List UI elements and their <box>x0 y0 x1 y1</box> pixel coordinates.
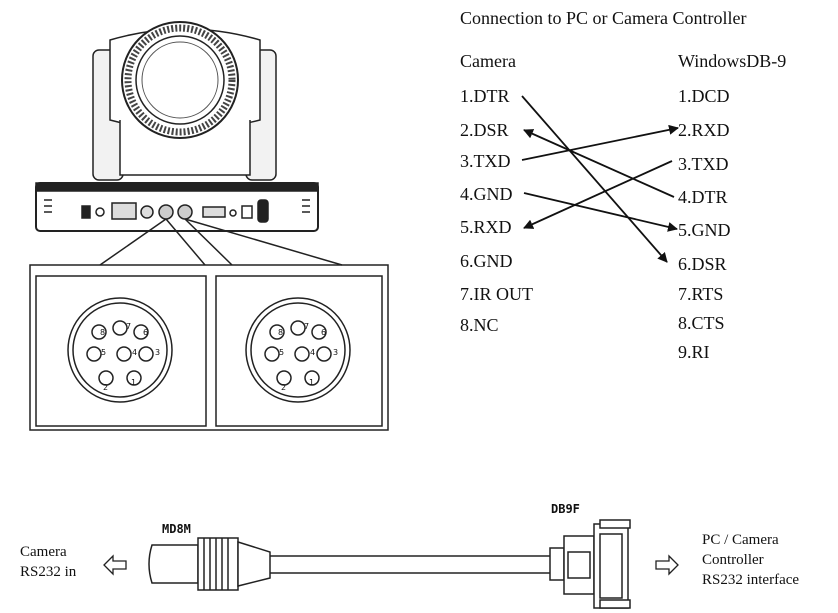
pin-number: 3 <box>333 348 339 357</box>
connector-detail-frames <box>29 264 389 431</box>
camera-label-line: RS232 in <box>20 564 77 580</box>
pin-number: 2 <box>103 383 109 392</box>
pin-number: 6 <box>321 328 327 337</box>
right-arrow-icon <box>655 554 679 576</box>
pc-label-line: RS232 interface <box>702 572 800 588</box>
camera-pin: 8.NC <box>460 315 499 335</box>
pin-number: 6 <box>143 328 149 337</box>
db9-column-header: WindowsDB-9 <box>678 51 787 71</box>
db9-pin: 2.RXD <box>678 120 730 140</box>
mini-din-connector-right <box>245 297 351 403</box>
db9-pin: 3.TXD <box>678 154 729 174</box>
db9-pin: 8.CTS <box>678 313 725 333</box>
camera-column-header: Camera <box>460 51 516 71</box>
camera-label-line: Camera <box>20 544 67 560</box>
left-arrow-icon <box>103 554 127 576</box>
wiring-lines <box>521 95 679 263</box>
db9-pin: 1.DCD <box>678 86 730 106</box>
camera-rs232-label: Camera RS232 in <box>20 542 76 582</box>
pin-number: 8 <box>100 328 106 337</box>
camera-pin: 3.TXD <box>460 151 511 171</box>
mini-din-connector-left <box>67 297 173 403</box>
cable-illustration <box>148 519 631 609</box>
db9-pin: 6.DSR <box>678 254 727 274</box>
camera-pin: 1.DTR <box>460 86 510 106</box>
db9-pin: 4.DTR <box>678 187 728 207</box>
camera-pin: 2.DSR <box>460 120 509 140</box>
camera-pin: 5.RXD <box>460 217 512 237</box>
pc-label-line: PC / Camera <box>702 532 779 548</box>
pin-number: 7 <box>126 322 132 331</box>
camera-pin: 7.IR OUT <box>460 284 533 304</box>
pin-number: 5 <box>279 348 285 357</box>
db9f-label: DB9F <box>551 502 580 516</box>
pin-number: 1 <box>131 378 137 387</box>
md8m-label: MD8M <box>162 522 191 536</box>
camera-pin: 4.GND <box>460 184 513 204</box>
pin-number: 3 <box>155 348 161 357</box>
pin-number: 1 <box>309 378 315 387</box>
pin-number: 4 <box>132 348 138 357</box>
pc-label-line: Controller <box>702 552 764 568</box>
diagram-title: Connection to PC or Camera Controller <box>460 8 747 28</box>
pin-number: 7 <box>304 322 310 331</box>
db9-pin: 5.GND <box>678 220 731 240</box>
pc-rs232-label: PC / Camera Controller RS232 interface <box>702 530 799 590</box>
pin-number: 8 <box>278 328 284 337</box>
pin-number: 2 <box>281 383 287 392</box>
camera-pin: 6.GND <box>460 251 513 271</box>
pin-number: 4 <box>310 348 316 357</box>
db9-pin: 9.RI <box>678 342 710 362</box>
pin-number: 5 <box>101 348 107 357</box>
db9-pin: 7.RTS <box>678 284 724 304</box>
camera-illustration <box>35 21 343 266</box>
